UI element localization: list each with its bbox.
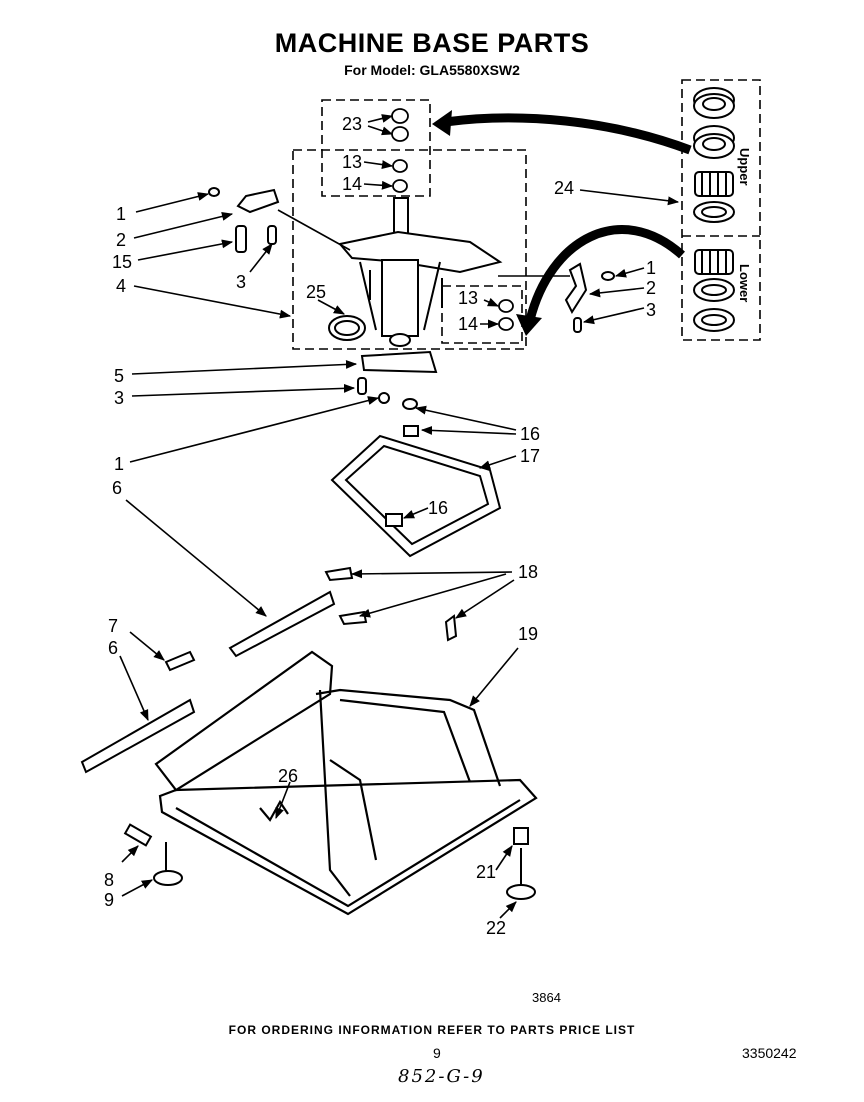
callout-5: 5: [114, 366, 124, 386]
callout-4: 4: [116, 276, 126, 296]
box-side-bearing: [441, 285, 523, 344]
box-transmission: [292, 149, 527, 350]
callout-13: 13: [342, 152, 362, 172]
inset-label-lower: Lower: [737, 264, 752, 302]
bearing-inset-parts: [693, 87, 735, 332]
callout-1: 1: [116, 204, 126, 224]
inset-label-upper: Upper: [737, 148, 752, 186]
callout-2: 2: [646, 278, 656, 298]
callout-26: 26: [278, 766, 298, 786]
callout-18: 18: [518, 562, 538, 582]
model-subtitle: For Model: GLA5580XSW2: [344, 62, 520, 78]
callout-7: 7: [108, 616, 118, 636]
callout-15: 15: [112, 252, 132, 272]
ordering-footer: FOR ORDERING INFORMATION REFER TO PARTS …: [228, 1023, 636, 1037]
callout-21: 21: [476, 862, 496, 882]
callout-3: 3: [236, 272, 246, 292]
platform-part: [330, 398, 502, 558]
box-upper-bearing: [321, 99, 431, 197]
callout-24: 24: [554, 178, 574, 198]
callout-13: 13: [458, 288, 478, 308]
diagram-code: 3864: [532, 990, 561, 1005]
callout-14: 14: [342, 174, 362, 194]
upper-small-bearings: [391, 108, 514, 331]
callout-3: 3: [646, 300, 656, 320]
handwritten-note: 852-G-9: [398, 1066, 485, 1087]
callout-17: 17: [520, 446, 540, 466]
page-title: MACHINE BASE PARTS: [274, 28, 590, 58]
callout-2: 2: [116, 230, 126, 250]
callout-9: 9: [104, 890, 114, 910]
machine-base-frame: [154, 650, 538, 916]
callout-1: 1: [646, 258, 656, 278]
spider-leader: [277, 209, 351, 251]
curved-arrows: [432, 110, 692, 336]
callout-6: 6: [112, 478, 122, 498]
callout-1: 1: [114, 454, 124, 474]
callout-8: 8: [104, 870, 114, 890]
dashed-group-boxes: [292, 79, 761, 350]
leveling-feet: [123, 823, 536, 900]
callout-6: 6: [108, 638, 118, 658]
upper-curved-arrow: [444, 113, 692, 155]
callout-19: 19: [518, 624, 538, 644]
callout-23: 23: [342, 114, 362, 134]
leader-lines: [119, 114, 680, 919]
callout-16: 16: [520, 424, 540, 444]
document-number: 3350242: [742, 1045, 797, 1061]
callout-25: 25: [306, 282, 326, 302]
callout-16: 16: [428, 498, 448, 518]
transmission-assembly: [338, 197, 503, 347]
callout-labels: 1 2 15 3 4 23 13 14 24 25 13 14 1 2 3 5 …: [104, 114, 656, 938]
box-bearing-inset: [681, 79, 761, 341]
rails-and-clips: [80, 566, 458, 774]
callout-3: 3: [114, 388, 124, 408]
bracket-hardware: [208, 187, 615, 404]
lower-curved-arrow: [525, 225, 685, 322]
callout-14: 14: [458, 314, 478, 334]
page-number: 9: [433, 1045, 441, 1061]
callout-22: 22: [486, 918, 506, 938]
